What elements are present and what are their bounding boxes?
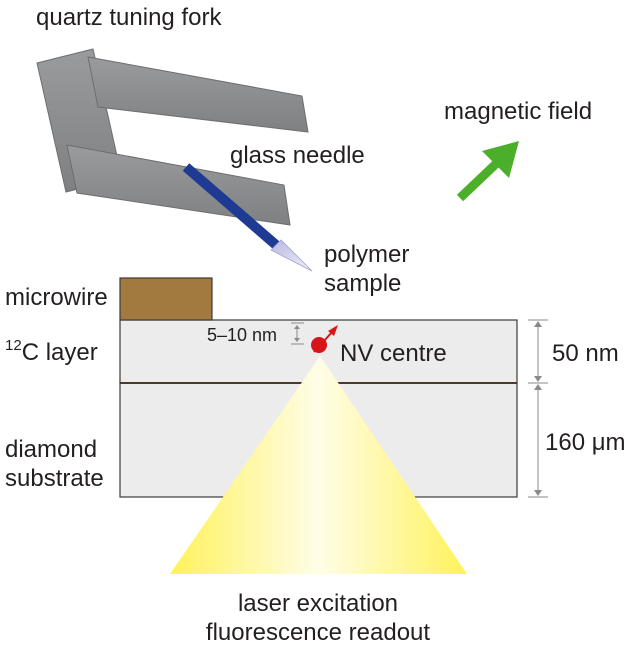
label-c12-layer: 12C layer bbox=[5, 337, 98, 366]
laser-cone bbox=[170, 356, 467, 574]
label-microwire: microwire bbox=[5, 284, 108, 311]
label-tuning-fork: quartz tuning fork bbox=[36, 4, 222, 31]
label-laser-line1: laser excitation bbox=[238, 590, 398, 617]
glass-needle bbox=[182, 163, 313, 272]
microwire-block bbox=[119, 277, 213, 321]
label-nv-centre: NV centre bbox=[340, 340, 447, 367]
needle-tip bbox=[270, 239, 313, 272]
thickness-marker-160um bbox=[528, 382, 548, 498]
label-magnetic-field: magnetic field bbox=[444, 98, 592, 125]
tuning-fork bbox=[36, 48, 309, 226]
thickness-marker-50nm bbox=[528, 319, 548, 382]
fork-prong-upper bbox=[87, 56, 309, 133]
c12-superscript: 12 bbox=[5, 337, 22, 354]
label-diamond-line1: diamond bbox=[5, 436, 97, 463]
label-polymer-line1: polymer bbox=[324, 241, 409, 268]
label-layer-thickness: 50 nm bbox=[552, 340, 619, 367]
c12-rest: C layer bbox=[22, 339, 98, 366]
label-laser-line2: fluorescence readout bbox=[206, 619, 430, 646]
magnetic-field-arrow bbox=[456, 141, 519, 202]
label-substrate-thickness: 160 μm bbox=[545, 429, 626, 456]
label-diamond-line2: substrate bbox=[5, 465, 104, 492]
needle-shaft bbox=[182, 163, 280, 249]
label-polymer-line2: sample bbox=[324, 270, 401, 297]
nv-centre bbox=[311, 325, 338, 353]
label-glass-needle: glass needle bbox=[230, 142, 365, 169]
depth-marker bbox=[291, 322, 304, 345]
label-depth: 5–10 nm bbox=[207, 325, 277, 345]
